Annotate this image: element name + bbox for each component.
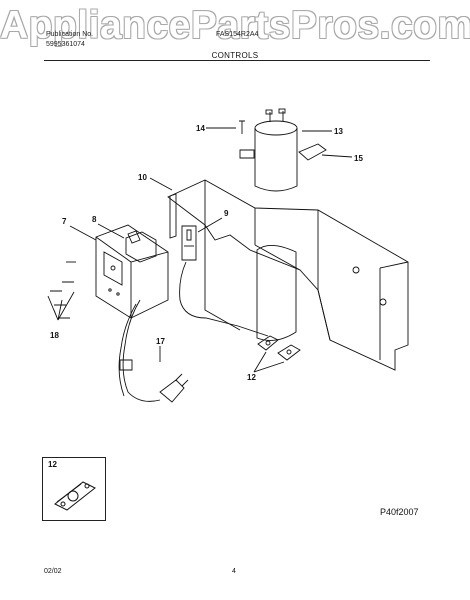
control-box — [95, 224, 169, 319]
wire-harness-lower — [122, 299, 161, 402]
control-bracket-panel — [167, 179, 409, 371]
header-rule — [44, 60, 430, 61]
callout-9: 9 — [224, 209, 229, 218]
power-cord — [119, 359, 189, 403]
callout-14: 14 — [196, 124, 205, 133]
screws-18 — [50, 261, 76, 319]
rotary-switch — [125, 230, 157, 263]
capacitor-strap-tab — [239, 149, 255, 159]
callout-17: 17 — [156, 337, 165, 346]
inset-callout-12: 12 — [48, 460, 57, 469]
footer-date: 02/02 — [44, 568, 62, 575]
callout-8: 8 — [92, 215, 97, 224]
inset-grommet-icon — [54, 481, 96, 511]
callout-18: 18 — [50, 331, 59, 340]
section-title: CONTROLS — [211, 51, 259, 60]
thermostat-switch — [181, 225, 197, 261]
callout-7: 7 — [62, 217, 67, 226]
callout-15: 15 — [354, 154, 363, 163]
capacitor-strap — [298, 143, 327, 161]
wire-harness-upper — [179, 261, 269, 337]
figure-id: P40f2007 — [380, 507, 419, 517]
watermark-logo: AppliancePartsPros.com — [0, 4, 470, 47]
callout-10: 10 — [138, 173, 147, 182]
model-number: FAS154R2A4 — [216, 31, 259, 38]
grommet-pair — [257, 335, 301, 361]
callout-13: 13 — [334, 127, 343, 136]
publication-number: 5995361074 — [46, 41, 85, 48]
publication-label: Publication No. — [46, 31, 94, 38]
mounting-bracket — [169, 193, 177, 239]
page-number: 4 — [232, 568, 236, 575]
screw-14 — [239, 120, 245, 134]
inset-box: 12 — [42, 457, 106, 521]
capacitor — [254, 108, 298, 192]
callout-12: 12 — [247, 373, 256, 382]
